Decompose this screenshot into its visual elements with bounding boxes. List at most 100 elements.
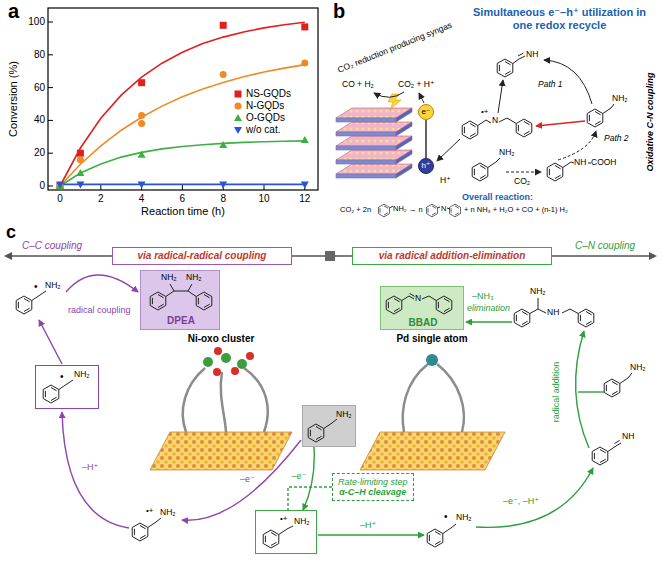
figure-label: N	[441, 205, 446, 214]
figure-label: NH₂	[499, 148, 515, 158]
figure-label: Pd single atom	[396, 333, 467, 345]
figure-label: c	[6, 222, 16, 243]
node-text: via radical addition-elimination	[379, 250, 526, 262]
node-text: NH₂	[186, 273, 202, 283]
figure-label: 6	[180, 193, 186, 205]
figure-label: 12	[299, 193, 310, 205]
node-text: N	[415, 294, 421, 304]
figure-label: CO₂ reduction producing syngas	[336, 21, 453, 76]
figure-label: CO₂ + H⁺	[398, 80, 434, 90]
intermediate-box: • NH₂	[35, 365, 99, 409]
substrate-box: NH₂	[302, 405, 356, 447]
figure-label: •+	[481, 107, 488, 116]
figure-label: NH₂	[45, 281, 61, 291]
figure-label: CO + H₂	[342, 80, 374, 90]
figure-label: –e⁻	[240, 474, 255, 484]
node-text: DPEA	[167, 315, 195, 327]
figure-label: N	[492, 116, 498, 126]
figure-label: COOH	[591, 158, 617, 168]
product-box: N BBAD	[380, 286, 464, 330]
figure-label: NH₂	[160, 508, 176, 518]
figure-label: a	[8, 0, 19, 23]
legend-label: O-GQDs	[246, 112, 285, 124]
figure-label: elimination	[467, 303, 510, 313]
ni-oxo-cluster-model	[150, 347, 292, 470]
figure-label: C–C coupling	[22, 240, 82, 252]
figure-label: Path 1	[538, 80, 563, 90]
node-text: α-C–H cleavage	[338, 487, 408, 497]
legend-label: w/o cat.	[246, 124, 280, 136]
figure-label: –NH₃	[472, 291, 494, 301]
node-text: NH₂	[74, 370, 90, 380]
figure-label: Reaction time (h)	[141, 205, 225, 218]
figure-label: 80	[34, 49, 45, 61]
figure-label: –H⁺	[360, 520, 376, 530]
intermediate-box: •+ NH₂	[255, 510, 317, 554]
figure-label: 4	[139, 193, 145, 205]
node-text: BBAD	[409, 317, 438, 329]
figure-label: + n NH₃ + H₂O + CO + (n-1) H₂	[464, 206, 568, 215]
pathway-box: via radical-radical coupling	[112, 247, 292, 265]
figure-label: CO₂ + 2n	[340, 206, 371, 215]
legend-label: NS-GQDs	[246, 88, 291, 100]
figure-label: 20	[34, 147, 45, 159]
figure-label: 100	[28, 16, 45, 28]
mechanism-scheme	[4, 251, 657, 547]
node-text: NH₂	[294, 517, 310, 527]
figure-label: –e⁻, –H⁺	[503, 496, 539, 506]
node-text: h⁺	[422, 161, 431, 170]
node-text: NH₂	[161, 273, 177, 283]
figure-label: –H⁺	[82, 462, 98, 472]
figure-label: NH	[547, 308, 559, 318]
electron-circle: e⁻	[418, 104, 434, 120]
note-box: Rate-limiting stepα-C–H cleavage	[332, 473, 414, 502]
arrow-label: –e⁻	[290, 471, 307, 481]
figure-label: Overall reaction:	[462, 192, 533, 202]
node-text: •	[60, 371, 64, 383]
figure-label: H⁺	[440, 176, 451, 186]
product-box: NH₂ NH₂ DPEA	[140, 270, 220, 330]
figure-label: NH₂	[612, 94, 628, 104]
figure-label: 40	[34, 115, 45, 127]
figure-label: NH₂	[630, 363, 646, 373]
photocatalysis-scheme	[336, 53, 614, 217]
figure-label: NH₂	[530, 287, 546, 297]
figure-label: Conversion (%)	[7, 61, 20, 137]
radical-structure	[36, 366, 100, 410]
figure-label: Ni-oxo cluster	[188, 333, 255, 345]
figure-label: •+	[146, 506, 153, 515]
figure-label: Simultaneous e⁻–h⁺ utilization in one re…	[462, 6, 657, 31]
figure-label: NH	[622, 432, 634, 442]
figure-label: 60	[34, 82, 45, 94]
node-text: Rate-limiting step	[338, 477, 408, 487]
figure-label: radical coupling	[68, 305, 131, 315]
figure-label: Path 2	[604, 134, 629, 144]
figure-label: NH	[574, 158, 586, 168]
figure-label: 10	[258, 193, 269, 205]
figure-label: NH₂	[456, 513, 472, 523]
figure-label: CO₂	[514, 177, 530, 187]
figure-label: Oxidative C-N coupling	[645, 72, 655, 171]
legend-label: N-GQDs	[246, 100, 284, 112]
figure-label: 2	[98, 193, 104, 205]
figure-label: → n	[409, 206, 423, 215]
node-text: via radical-radical coupling	[138, 250, 267, 262]
hole-circle: h⁺	[418, 158, 434, 174]
node-text: •+	[280, 514, 287, 523]
figure-label: 0	[57, 193, 63, 205]
reaction-arrow	[425, 120, 426, 158]
figure-label: b	[333, 0, 345, 23]
figure-label: •	[34, 281, 38, 293]
figure-label: radical addition	[551, 362, 561, 423]
pathway-box: via radical addition-elimination	[352, 247, 552, 265]
conversion-chart	[48, 8, 318, 190]
figure-label: C–N coupling	[575, 240, 635, 252]
pd-single-atom-model	[360, 354, 505, 470]
figure-label: NH	[526, 50, 538, 60]
node-text: NH₂	[336, 410, 352, 420]
figure-label: 8	[220, 193, 226, 205]
node-text: e⁻	[422, 107, 431, 116]
figure-label: 0	[39, 180, 45, 192]
figure-label: •	[444, 511, 448, 523]
